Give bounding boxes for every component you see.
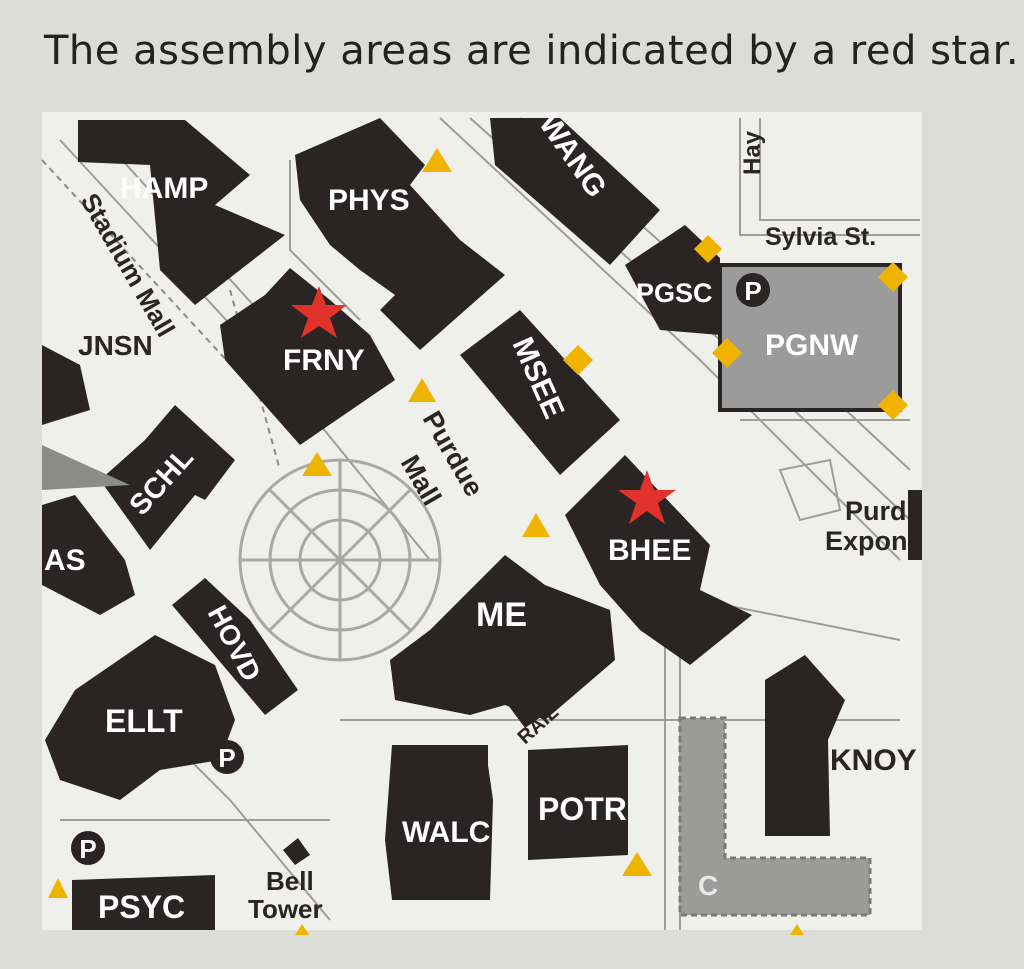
label-jnsn: JNSN xyxy=(78,330,153,361)
yellow-diamond-icon xyxy=(712,338,742,368)
label-purd-expo-line1: Purd xyxy=(845,496,907,526)
label-knoy: KNOY xyxy=(830,744,917,777)
svg-text:P: P xyxy=(79,834,96,864)
label-ellt: ELLT xyxy=(105,703,183,739)
building-jnsn xyxy=(42,345,90,425)
yellow-diamond-icon xyxy=(878,390,908,420)
building-ellt xyxy=(45,635,235,800)
svg-text:P: P xyxy=(744,276,761,306)
corner-markers xyxy=(563,235,908,420)
building-purd-expo xyxy=(908,490,922,560)
label-bell-line1: Bell xyxy=(266,866,314,896)
yellow-triangle-icon xyxy=(302,452,332,476)
red-star-icon xyxy=(618,470,676,524)
building-frny xyxy=(220,268,395,445)
label-purd-expo-line2: Expon xyxy=(825,526,908,556)
svg-text:P: P xyxy=(218,743,235,773)
building-knoy xyxy=(765,655,845,836)
label-potr: POTR xyxy=(538,791,627,827)
label-phys: PHYS xyxy=(328,184,410,217)
yellow-triangle-icon xyxy=(622,852,652,876)
parking-icon-ellt: P xyxy=(210,740,244,774)
buildings xyxy=(42,118,922,930)
yellow-triangle-icon xyxy=(422,148,452,172)
yellow-triangle-icon xyxy=(790,924,804,935)
label-pgnw: PGNW xyxy=(765,329,859,362)
label-psyc: PSYC xyxy=(98,889,185,925)
yellow-diamond-icon xyxy=(878,262,908,292)
label-walc: WALC xyxy=(402,816,490,849)
building-as xyxy=(42,495,135,615)
yellow-triangle-icon xyxy=(48,878,68,898)
label-as: AS xyxy=(44,544,86,577)
label-bell-line2: Tower xyxy=(248,894,323,924)
building-potr xyxy=(528,745,628,860)
label-frny: FRNY xyxy=(283,344,365,377)
yellow-diamond-icon xyxy=(694,235,722,263)
label-hay: Hay xyxy=(739,130,766,175)
yellow-triangle-icon xyxy=(522,513,550,537)
building-wang xyxy=(490,118,660,265)
building-c xyxy=(678,716,872,917)
building-bell-tower xyxy=(283,838,310,865)
parking-icon-pgsc: P xyxy=(736,273,770,307)
yellow-triangle-icon xyxy=(408,378,436,402)
label-hamp: HAMP xyxy=(120,172,208,205)
building-schl xyxy=(100,405,235,550)
assembly-stars xyxy=(291,286,676,524)
label-c: C xyxy=(698,870,718,901)
building-psyc xyxy=(72,875,215,930)
building-me xyxy=(390,555,615,720)
building-pgsc xyxy=(625,225,720,335)
red-star-icon xyxy=(291,286,347,338)
building-msee xyxy=(460,310,620,475)
label-bhee: BHEE xyxy=(608,534,691,567)
building-hovd xyxy=(172,578,298,715)
building-walc xyxy=(385,745,493,900)
schl-wedge xyxy=(42,445,130,490)
label-me: ME xyxy=(476,596,527,634)
label-pgsc: PGSC xyxy=(636,278,713,308)
building-bhee xyxy=(565,455,752,665)
building-hamp xyxy=(78,120,285,305)
parking-icon-psyc: P xyxy=(71,831,105,865)
building-phys xyxy=(295,118,505,350)
purdue-mall-fountain xyxy=(238,458,442,662)
building-rail-shed xyxy=(508,690,548,728)
entrance-markers xyxy=(48,148,804,935)
label-sylvia-st: Sylvia St. xyxy=(765,223,876,251)
yellow-triangle-icon xyxy=(295,924,309,935)
map-caption: The assembly areas are indicated by a re… xyxy=(44,28,1020,74)
parking-icons: P P P xyxy=(71,273,770,865)
yellow-diamond-icon xyxy=(563,345,593,375)
